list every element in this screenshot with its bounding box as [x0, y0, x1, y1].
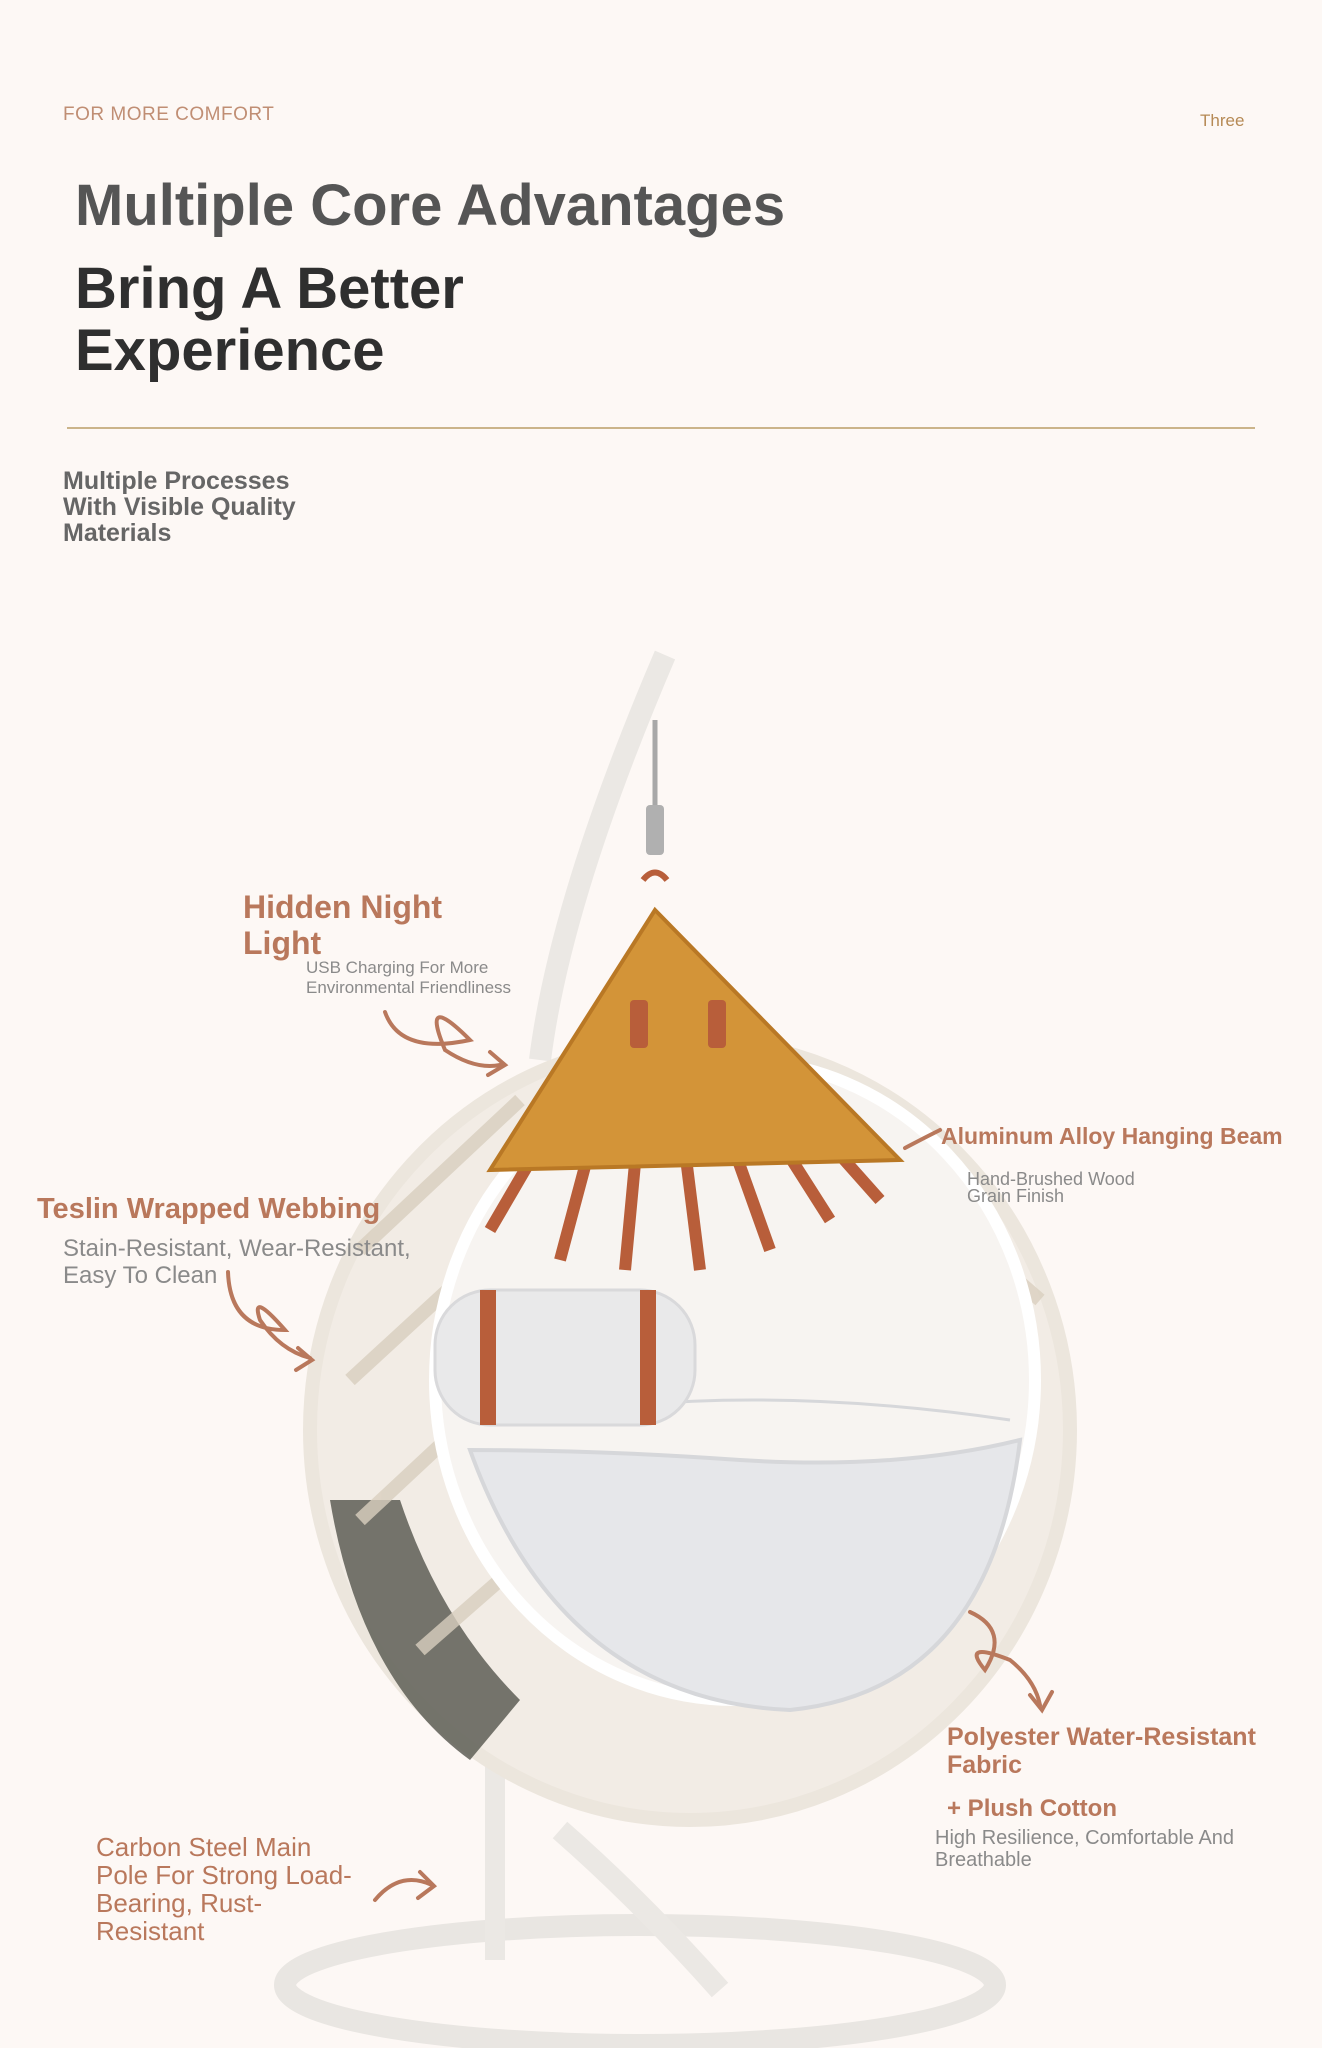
feature-fabric-desc: High Resilience, Comfortable And Breatha…: [935, 1827, 1235, 1871]
arrowhead-webbing: [294, 1346, 316, 1372]
feature-webbing-desc: Stain-Resistant, Wear-Resistant, Easy To…: [63, 1235, 411, 1289]
header-divider: [67, 427, 1255, 429]
page-number: Three: [1200, 111, 1245, 130]
chair-upper-pole: [529, 650, 676, 1062]
arrow-beam: [903, 1128, 942, 1150]
page-subtitle: Bring A Better Experience: [75, 256, 464, 383]
seat-cushion: [467, 1437, 1023, 1713]
callout-arrows: [226, 1010, 1054, 1902]
arrowhead-fabric: [1028, 1690, 1054, 1714]
beam-strap-right: [708, 1000, 726, 1048]
spring: [646, 805, 664, 855]
chair-base-arc: [552, 1821, 729, 1998]
arrow-webbing: [226, 1270, 312, 1360]
arrow-fabric: [968, 1610, 1042, 1707]
feature-night-light-desc: USB Charging For More Environmental Frie…: [306, 958, 512, 997]
feature-night-light-title: Hidden Night Light: [243, 889, 443, 961]
arrowhead-night-light: [486, 1050, 509, 1077]
feature-beam-desc: Hand-Brushed Wood Grain Finish: [967, 1169, 1135, 1206]
feature-pole-title: Carbon Steel Main Pole For Strong Load-B…: [96, 1832, 352, 1946]
beam-strap-left: [630, 1000, 648, 1048]
tagline: FOR MORE COMFORT: [63, 104, 275, 125]
intro-text: Multiple Processes With Visible Quality …: [63, 467, 296, 547]
feature-fabric-title: Polyester Water-Resistant Fabric: [947, 1723, 1256, 1779]
page-title: Multiple Core Advantages: [75, 173, 786, 238]
hanging-loop: [640, 869, 670, 882]
arrowhead-pole: [416, 1870, 438, 1900]
feature-fabric-subtitle: + Plush Cotton: [947, 1795, 1117, 1822]
feature-beam-title: Aluminum Alloy Hanging Beam: [941, 1123, 1283, 1149]
feature-webbing-title: Teslin Wrapped Webbing: [37, 1193, 381, 1225]
arrow-pole: [373, 1878, 434, 1902]
wood-hanging-beam: [486, 906, 905, 1173]
pillow-strap-right: [640, 1290, 656, 1425]
arrow-night-light: [383, 1010, 502, 1068]
neck-pillow: [433, 1288, 697, 1427]
chair-base-ring: [274, 1914, 1006, 2048]
dark-webbing: [330, 1500, 520, 1760]
pillow-strap-left: [480, 1290, 496, 1425]
